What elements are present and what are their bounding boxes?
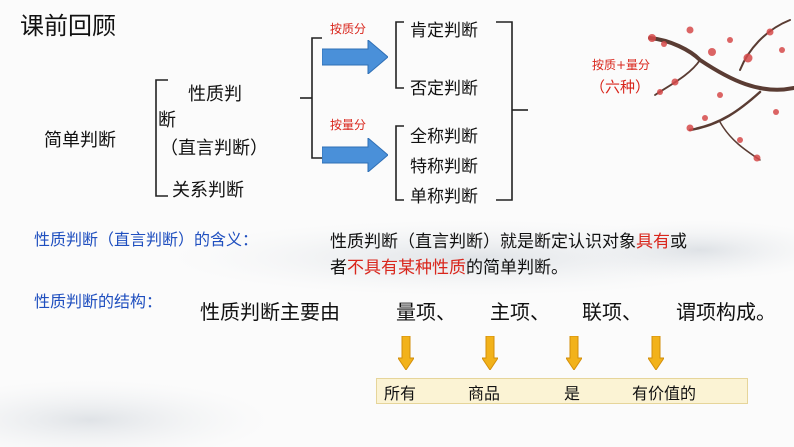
six-kinds-label: （六种）: [590, 76, 650, 97]
definition-text-part4: 的简单判断。: [466, 258, 568, 278]
definition-line2: 者不具有某种性质的简单判断。: [330, 253, 568, 278]
definition-label: 性质判断（直言判断）的含义：: [34, 226, 258, 250]
term-subject: 主项、: [490, 296, 550, 325]
definition-highlight-not-has: 不具有某种性质: [347, 258, 466, 278]
term-copula: 联项、: [582, 296, 642, 325]
branch-categorical-line2: 断: [158, 106, 176, 132]
term-predicate: 谓项构成。: [676, 296, 776, 325]
branch-categorical-line1: 性质判: [188, 80, 242, 106]
definition-text-part1: 性质判断（直言判断）就是断定认识对象: [330, 232, 636, 252]
by-quantity-label: 按量分: [330, 116, 366, 133]
particular-judgment: 特称判断: [410, 152, 478, 177]
branch-categorical-line3: （直言判断）: [160, 134, 268, 160]
singular-judgment: 单称判断: [410, 182, 478, 207]
example-word-is: 是: [564, 380, 580, 404]
definition-line1: 性质判断（直言判断）就是断定认识对象具有或: [330, 227, 687, 252]
down-arrow-icon: [398, 336, 414, 370]
down-arrow-icon: [648, 336, 664, 370]
definition-highlight-has: 具有: [636, 232, 670, 252]
definition-text-part3: 者: [330, 258, 347, 278]
right-arrow-icon: [322, 40, 388, 74]
example-word-all: 所有: [384, 380, 416, 404]
down-arrow-icon: [482, 336, 498, 370]
affirmative-judgment: 肯定判断: [410, 16, 478, 41]
universal-judgment: 全称判断: [410, 122, 478, 147]
branch-relational: 关系判断: [172, 176, 244, 202]
root-node-simple-judgment: 简单判断: [44, 126, 116, 152]
structure-label: 性质判断的结构：: [34, 288, 162, 312]
down-arrow-icon: [566, 336, 582, 370]
structure-intro: 性质判断主要由: [200, 296, 340, 325]
definition-text-part2: 或: [670, 232, 687, 252]
by-quality-and-quantity-label: 按质+量分: [592, 56, 650, 73]
right-arrow-icon: [322, 138, 388, 172]
by-quality-label: 按质分: [330, 20, 366, 37]
example-word-valuable: 有价值的: [632, 380, 696, 404]
term-quantifier: 量项、: [396, 296, 456, 325]
page-title: 课前回顾: [20, 6, 116, 41]
negative-judgment: 否定判断: [410, 74, 478, 99]
example-word-commodity: 商品: [468, 380, 500, 404]
